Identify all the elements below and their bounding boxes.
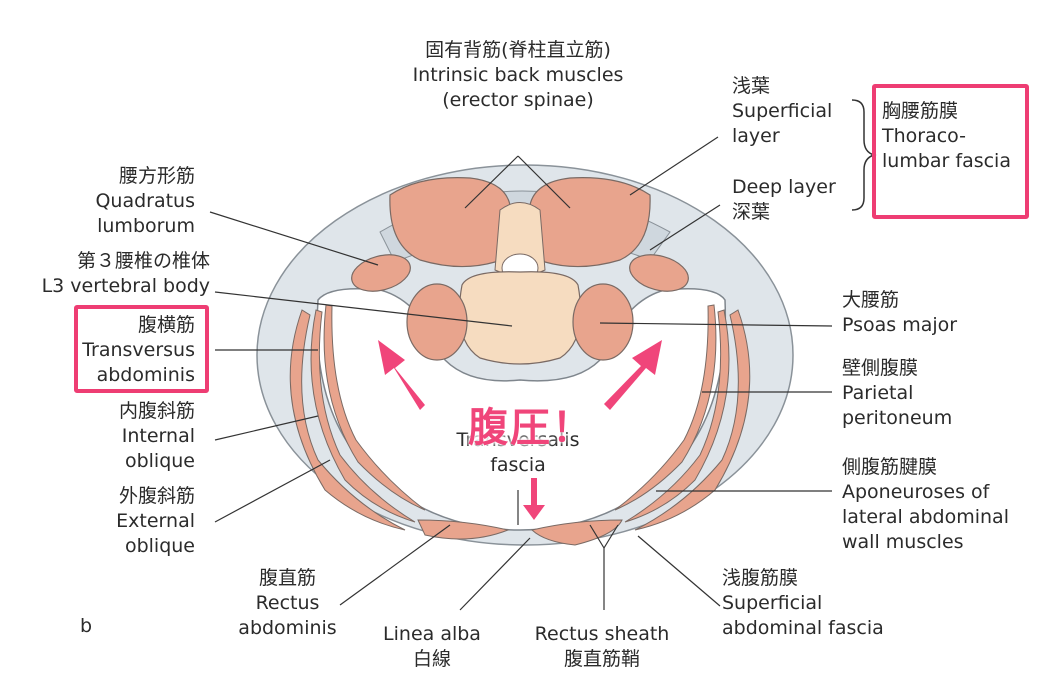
label-deep-layer: Deep layer 深葉 [732,175,836,225]
pressure-arrow-right [604,340,662,410]
erector-en1: Intrinsic back muscles [412,64,624,86]
sheath-en: Rectus sheath [534,623,670,645]
pressure-arrows [378,340,662,520]
label-transversus-abdominis: 腹横筋 Transversus abdominis [60,313,195,388]
quadratus-lumborum-right [629,254,689,292]
internal-oblique-left [310,309,416,523]
label-quadratus-lumborum: 腰方形筋 Quadratus lumborum [40,164,195,239]
aponeuroses-en3: wall muscles [842,531,964,553]
parietal-en1: Parietal [842,382,914,404]
superficial-layer-jp: 浅葉 [732,75,771,97]
erector-en2: (erector spinae) [442,89,594,111]
transversalis-en2: fascia [490,454,546,476]
superficial-fascia-en1: Superficial [722,592,823,614]
parietal-jp: 壁側腹膜 [842,357,919,379]
rectus-jp: 腹直筋 [258,567,316,589]
thoracolumbar-jp: 胸腰筋膜 [882,100,959,122]
leader-lines [209,136,833,611]
fascia-brace [851,99,877,211]
superficial-layer-en2: layer [732,125,780,147]
transversus-en1: Transversus [82,339,195,361]
quadratus-en2: lumborum [97,215,195,237]
superficial-layer-en1: Superficial [732,100,833,122]
label-rectus-sheath: Rectus sheath 腹直筋鞘 [522,622,682,672]
label-external-oblique: 外腹斜筋 External oblique [60,484,195,559]
label-psoas-major: 大腰筋 Psoas major [842,288,957,338]
aponeuroses-jp: 側腹筋腱膜 [842,456,938,478]
figure-letter: b [80,615,93,637]
superficial-fascia-en2: abdominal fascia [722,617,884,639]
superficial-fascia-jp: 浅腹筋膜 [722,567,799,589]
highlight-box-thoracolumbar [872,84,1029,219]
label-erector-spinae: 固有背筋(脊柱直立筋) Intrinsic back muscles (erec… [398,38,638,113]
vertebral-body-shape [458,271,582,365]
external-en2: oblique [124,535,195,557]
erector-jp: 固有背筋(脊柱直立筋) [425,39,611,61]
deep-layer-en: Deep layer [732,176,836,198]
label-parietal-peritoneum: 壁側腹膜 Parietal peritoneum [842,356,952,431]
label-thoracolumbar-fascia: 胸腰筋膜 Thoraco- lumbar fascia [882,99,1011,174]
label-superficial-abdominal-fascia: 浅腹筋膜 Superficial abdominal fascia [722,566,884,641]
rectus-en1: Rectus [255,592,320,614]
label-transversalis-fascia: Transversalis fascia [448,428,588,478]
transversus-jp: 腹横筋 [137,314,195,336]
rectus-abdominis-right [530,519,623,546]
thoracolumbar-en1: Thoraco- [882,125,967,147]
label-superficial-layer: 浅葉 Superficial layer [732,74,832,149]
parietal-en2: peritoneum [842,407,953,429]
label-rectus-abdominis: 腹直筋 Rectus abdominis [225,566,350,641]
psoas-jp: 大腰筋 [842,289,900,311]
thoracolumbar-en2: lumbar fascia [882,150,1011,172]
rectus-abdominis-left [417,519,510,540]
aponeuroses-en2: lateral abdominal [842,506,1009,528]
transversus-right [614,304,717,511]
label-linea-alba: Linea alba 白線 [372,622,492,672]
transversus-left [323,304,426,511]
highlight-box-transversus [74,305,209,393]
linea-en: Linea alba [383,623,481,645]
pressure-arrow-down [523,478,545,520]
pressure-arrow-left [378,340,425,410]
internal-oblique-right [624,309,730,523]
psoas-en: Psoas major [842,314,958,336]
external-en1: External [116,510,195,532]
quadratus-en1: Quadratus [95,190,195,212]
psoas-major-left [406,283,468,361]
label-aponeuroses: 側腹筋腱膜 Aponeuroses of lateral abdominal w… [842,455,1009,555]
quadratus-jp: 腰方形筋 [118,165,195,187]
internal-en1: Internal [121,425,195,447]
abdominal-pressure-text: 腹圧！ [468,405,594,451]
linea-jp: 白線 [412,648,451,670]
internal-jp: 内腹斜筋 [118,400,195,422]
psoas-major-right [572,283,634,361]
vertebral-en: L3 vertebral body [41,275,210,297]
vertebral-jp: 第３腰椎の椎体 [76,250,210,272]
quadratus-lumborum-left [351,254,411,292]
transversus-en2: abdominis [96,364,195,386]
external-oblique-right [634,309,751,531]
external-jp: 外腹斜筋 [118,485,195,507]
sheath-jp: 腹直筋鞘 [563,648,640,670]
rectus-en2: abdominis [238,617,337,639]
deep-layer-jp: 深葉 [732,201,771,223]
label-internal-oblique: 内腹斜筋 Internal oblique [60,399,195,474]
external-oblique-left [289,309,406,531]
erector-spinae-right [528,177,651,268]
transversalis-en1: Transversalis [456,429,580,451]
aponeuroses-en1: Aponeuroses of [842,481,990,503]
internal-en2: oblique [124,450,195,472]
label-vertebral-body: 第３腰椎の椎体 L3 vertebral body [10,249,210,299]
